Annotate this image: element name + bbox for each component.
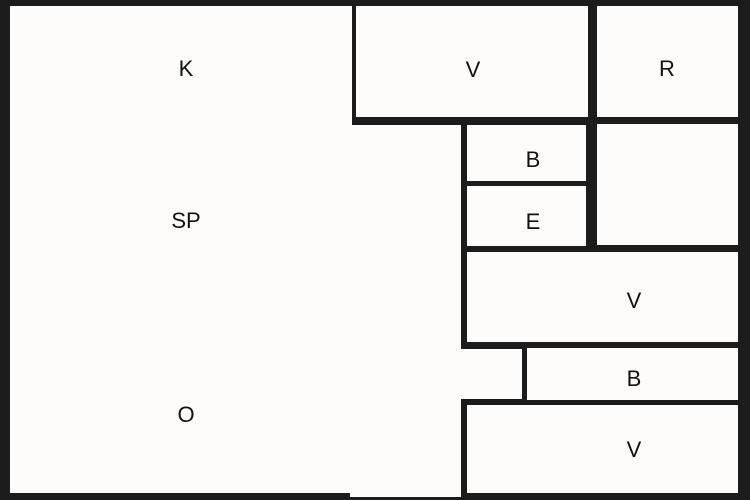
room-r <box>597 6 738 117</box>
left-main-area-extension-top <box>350 125 461 497</box>
label-sp: SP <box>171 208 201 233</box>
label-r: R <box>659 56 675 81</box>
label-k: K <box>178 56 194 81</box>
room-v-bottom <box>467 405 738 493</box>
room-b-lower <box>527 348 738 400</box>
label-b-lower: B <box>626 366 642 391</box>
left-main-area-extension-mid <box>350 349 522 399</box>
label-v-top: V <box>465 57 481 82</box>
label-v-middle: V <box>626 288 642 313</box>
left-main-area <box>10 6 352 493</box>
room-v-top <box>356 6 588 117</box>
room-e <box>467 186 586 246</box>
blank-area-right <box>597 124 738 245</box>
label-b-upper: B <box>525 147 541 172</box>
room-v-middle <box>467 252 738 342</box>
room-b-upper <box>467 125 586 181</box>
label-e: E <box>525 209 541 234</box>
label-o: O <box>177 402 195 427</box>
label-v-bottom: V <box>626 437 642 462</box>
